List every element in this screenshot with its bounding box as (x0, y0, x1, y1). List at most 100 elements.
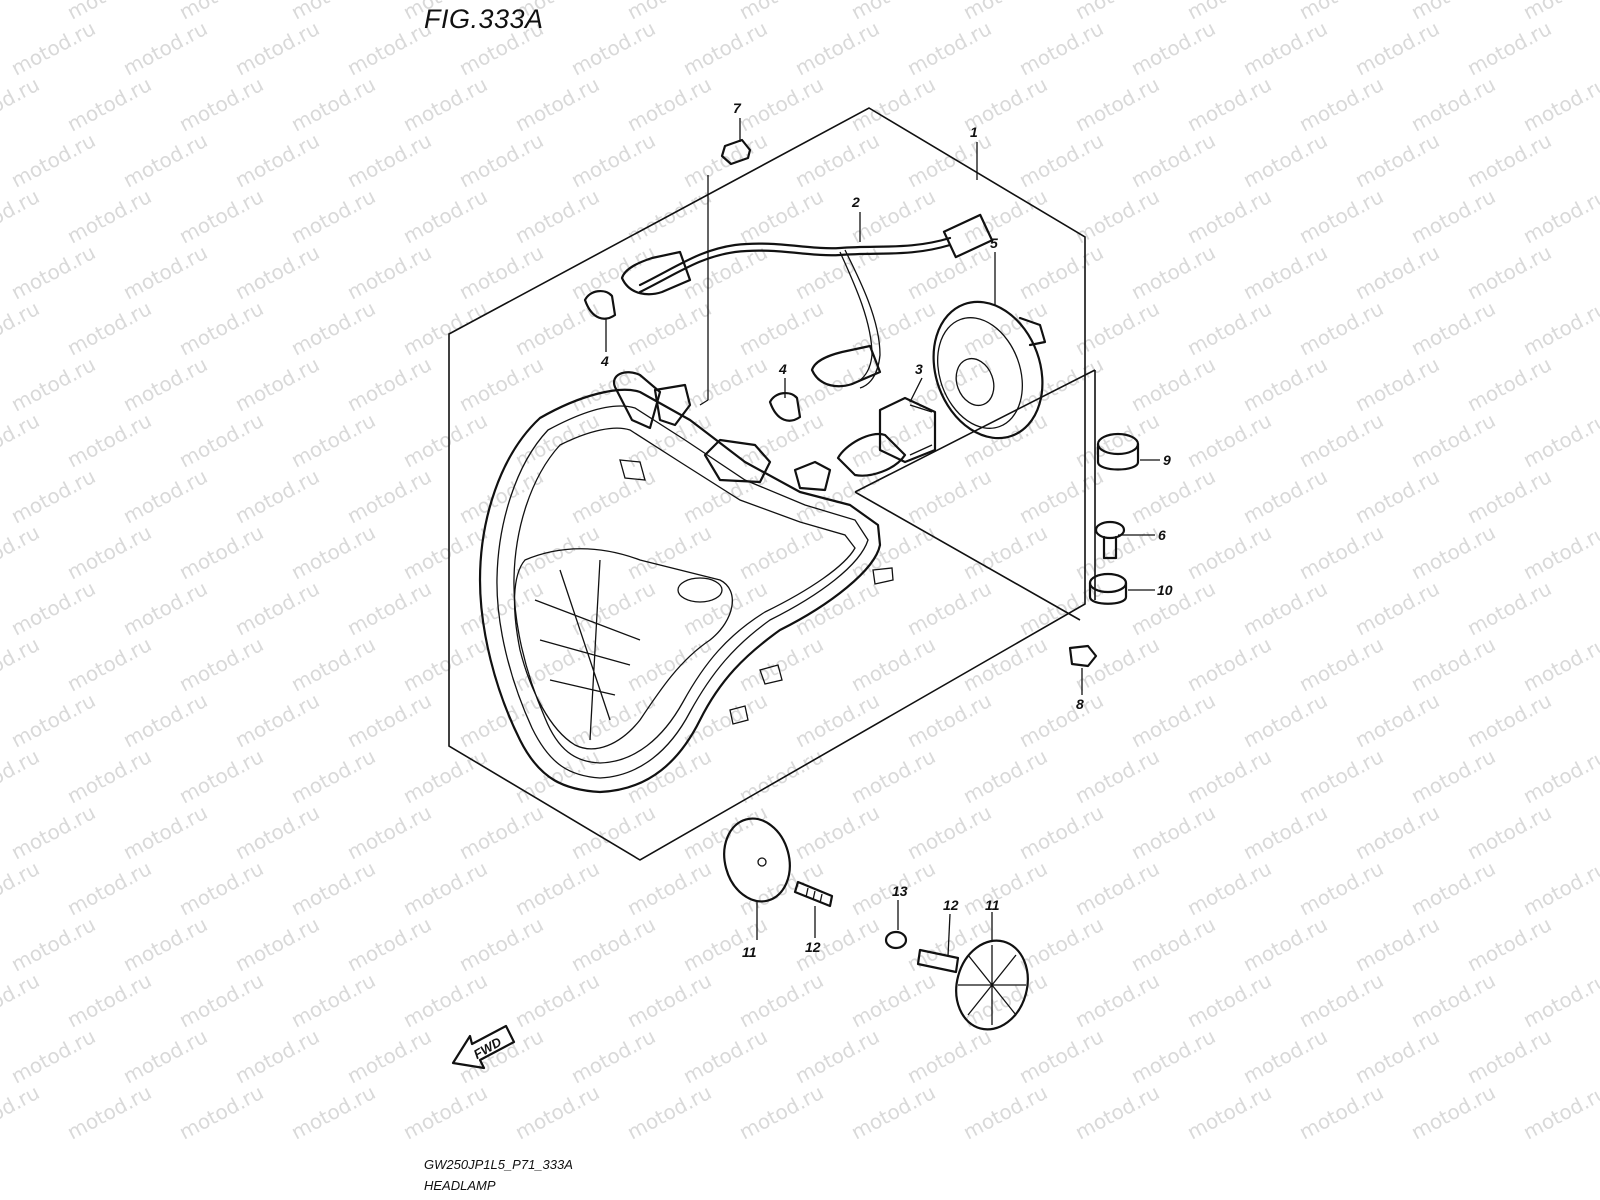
watermark-295: motod.ru (511, 1080, 603, 1144)
watermark-175: motod.ru (63, 632, 155, 696)
watermark-90: motod.ru (287, 296, 379, 360)
watermark-150: motod.ru (511, 520, 603, 584)
watermark-65: motod.ru (735, 184, 827, 248)
callout-9: 9 (1163, 452, 1171, 468)
watermark-217: motod.ru (1519, 744, 1600, 808)
watermark-99: motod.ru (1295, 296, 1387, 360)
watermark-266: motod.ru (511, 968, 603, 1032)
watermark-149: motod.ru (399, 520, 491, 584)
watermark-37: motod.ru (847, 72, 939, 136)
watermark-0: motod.ru (0, 0, 43, 24)
watermark-46: motod.ru (231, 128, 323, 192)
watermark-226: motod.ru (903, 800, 995, 864)
watermark-293: motod.ru (287, 1080, 379, 1144)
watermark-137: motod.ru (679, 464, 771, 528)
watermark-190: motod.ru (119, 688, 211, 752)
watermark-167: motod.ru (791, 576, 883, 640)
watermark-44: motod.ru (7, 128, 99, 192)
watermark-289: motod.ru (1463, 1024, 1555, 1088)
watermark-111: motod.ru (1015, 352, 1107, 416)
watermark-236: motod.ru (399, 856, 491, 920)
watermark-157: motod.ru (1295, 520, 1387, 584)
callout-labels: 1 2 3 4 4 5 6 7 8 9 10 11 11 12 12 13 (600, 100, 1173, 960)
watermark-27: motod.ru (1351, 16, 1443, 80)
watermark-276: motod.ru (7, 1024, 99, 1088)
watermark-13: motod.ru (1407, 0, 1499, 24)
watermark-218: motod.ru (7, 800, 99, 864)
clip-nut-7 (720, 138, 752, 166)
watermark-250: motod.ru (343, 912, 435, 976)
watermark-221: motod.ru (343, 800, 435, 864)
watermark-256: motod.ru (1015, 912, 1107, 976)
watermark-204: motod.ru (63, 744, 155, 808)
watermark-277: motod.ru (119, 1024, 211, 1088)
watermark-302: motod.ru (1295, 1080, 1387, 1144)
watermark-185: motod.ru (1183, 632, 1275, 696)
grommet-9 (1096, 432, 1140, 471)
watermark-31: motod.ru (175, 72, 267, 136)
watermark-282: motod.ru (679, 1024, 771, 1088)
watermark-300: motod.ru (1071, 1080, 1163, 1144)
watermark-98: motod.ru (1183, 296, 1275, 360)
watermark-30: motod.ru (63, 72, 155, 136)
watermark-209: motod.ru (623, 744, 715, 808)
watermark-179: motod.ru (511, 632, 603, 696)
watermark-67: motod.ru (959, 184, 1051, 248)
watermark-54: motod.ru (1127, 128, 1219, 192)
wiring-harness (620, 213, 994, 389)
watermark-24: motod.ru (1015, 16, 1107, 80)
watermark-105: motod.ru (343, 352, 435, 416)
watermark-191: motod.ru (231, 688, 323, 752)
watermark-42: motod.ru (1407, 72, 1499, 136)
watermark-92: motod.ru (511, 296, 603, 360)
watermark-296: motod.ru (623, 1080, 715, 1144)
watermark-298: motod.ru (847, 1080, 939, 1144)
watermark-116: motod.ru (0, 408, 43, 472)
watermark-264: motod.ru (287, 968, 379, 1032)
watermark-108: motod.ru (679, 352, 771, 416)
watermark-238: motod.ru (623, 856, 715, 920)
cover-plate-11a (723, 817, 791, 903)
watermark-29: motod.ru (0, 72, 43, 136)
watermark-233: motod.ru (63, 856, 155, 920)
watermark-287: motod.ru (1239, 1024, 1331, 1088)
watermark-71: motod.ru (1407, 184, 1499, 248)
watermark-229: motod.ru (1239, 800, 1331, 864)
watermark-146: motod.ru (63, 520, 155, 584)
watermark-292: motod.ru (175, 1080, 267, 1144)
watermark-279: motod.ru (343, 1024, 435, 1088)
watermark-225: motod.ru (791, 800, 883, 864)
watermark-154: motod.ru (959, 520, 1051, 584)
watermark-132: motod.ru (119, 464, 211, 528)
watermark-262: motod.ru (63, 968, 155, 1032)
watermark-158: motod.ru (1407, 520, 1499, 584)
watermark-273: motod.ru (1295, 968, 1387, 1032)
watermark-73: motod.ru (7, 240, 99, 304)
watermark-66: motod.ru (847, 184, 939, 248)
watermark-109: motod.ru (791, 352, 883, 416)
watermark-76: motod.ru (343, 240, 435, 304)
watermark-21: motod.ru (679, 16, 771, 80)
watermark-258: motod.ru (1239, 912, 1331, 976)
watermark-130: motod.ru (1519, 408, 1600, 472)
watermark-35: motod.ru (623, 72, 715, 136)
watermark-290: motod.ru (0, 1080, 43, 1144)
watermark-45: motod.ru (119, 128, 211, 192)
watermark-75: motod.ru (231, 240, 323, 304)
watermark-241: motod.ru (959, 856, 1051, 920)
watermark-74: motod.ru (119, 240, 211, 304)
watermark-39: motod.ru (1071, 72, 1163, 136)
watermark-94: motod.ru (735, 296, 827, 360)
watermark-294: motod.ru (399, 1080, 491, 1144)
watermark-32: motod.ru (287, 72, 379, 136)
callout-4b: 4 (778, 361, 787, 377)
watermark-57: motod.ru (1463, 128, 1555, 192)
watermark-117: motod.ru (63, 408, 155, 472)
watermark-169: motod.ru (1015, 576, 1107, 640)
watermark-189: motod.ru (7, 688, 99, 752)
watermark-230: motod.ru (1351, 800, 1443, 864)
watermark-36: motod.ru (735, 72, 827, 136)
watermark-6: motod.ru (623, 0, 715, 24)
watermark-303: motod.ru (1407, 1080, 1499, 1144)
watermark-124: motod.ru (847, 408, 939, 472)
